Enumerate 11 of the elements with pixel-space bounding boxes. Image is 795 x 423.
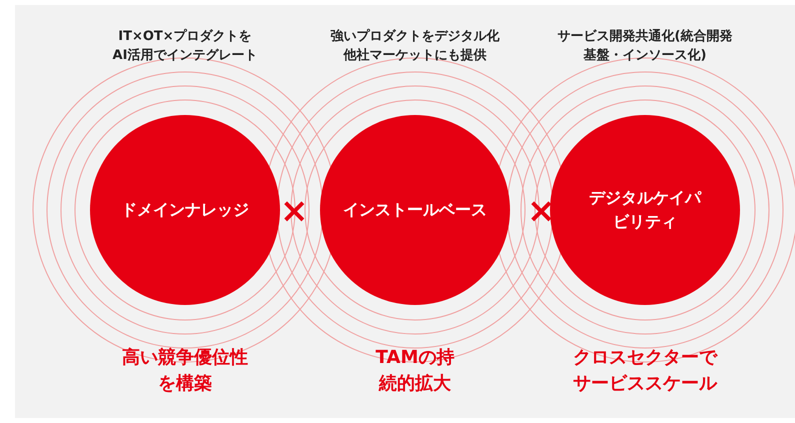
circle-label: デジタルケイパビリティ: [588, 187, 702, 233]
circle-label: ドメインナレッジ: [121, 199, 249, 221]
outcome-text: クロスセクターでサービススケール: [572, 346, 719, 396]
outcome-text: TAMの持続的拡大: [374, 346, 456, 396]
outcome-text: 高い競争優位性を構築: [121, 346, 249, 396]
multiply-sign: ×: [280, 191, 308, 231]
heading-text: 強いプロダクトをデジタル化他社マーケットにも提供: [330, 28, 500, 65]
heading-text: サービス開発共通化(統合開発基盤・インソース化): [556, 28, 734, 65]
heading-text: IT×OT×プロダクトをAI活用でインテグレート: [112, 28, 258, 65]
multiply-sign: ×: [527, 191, 556, 231]
circle-label: インストールベース: [343, 199, 487, 221]
